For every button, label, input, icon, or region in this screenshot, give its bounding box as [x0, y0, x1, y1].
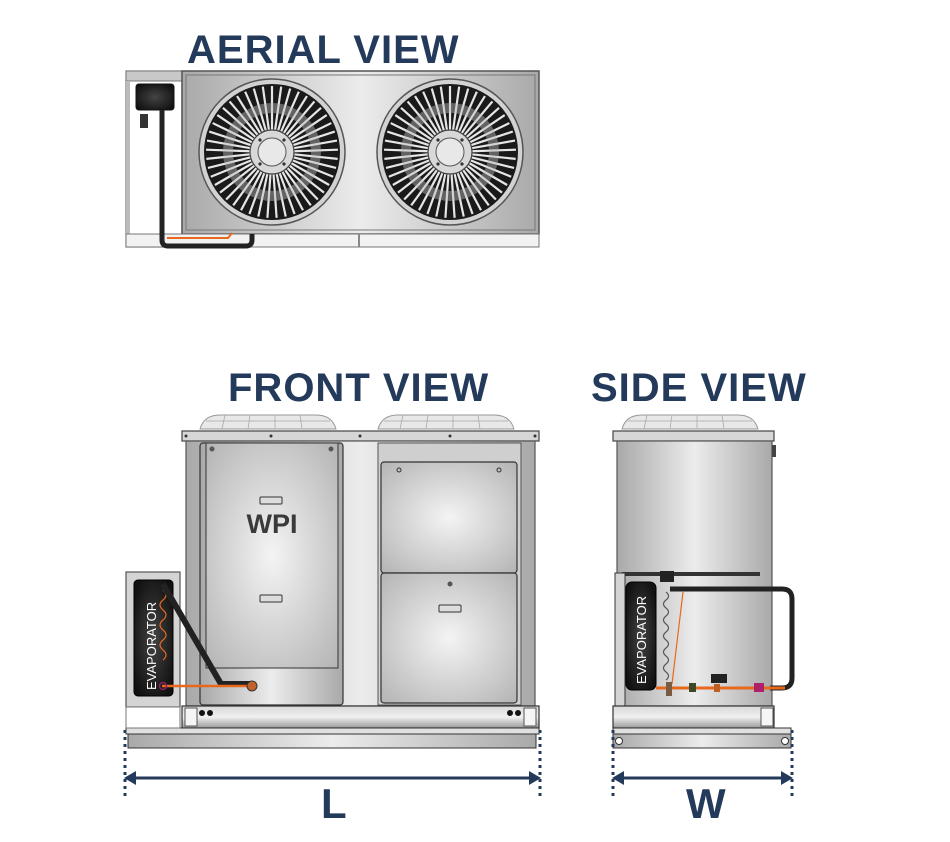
front-view-drawing: WPI EVAPORATOR — [125, 414, 540, 749]
evaporator-label-side: EVAPORATOR — [634, 596, 649, 684]
length-label: L — [321, 780, 348, 827]
aerial-view-title: AERIAL VIEW — [187, 28, 460, 72]
fan-icon — [199, 79, 345, 225]
arrow-left-icon — [612, 771, 624, 785]
width-dimension — [611, 730, 794, 800]
arrow-right-icon — [781, 771, 793, 785]
fan-icon — [377, 79, 523, 225]
width-label: W — [686, 780, 727, 827]
front-view-title: FRONT VIEW — [228, 366, 490, 410]
wpi-logo: WPI — [247, 509, 298, 539]
side-view-drawing: EVAPORATOR — [612, 414, 795, 749]
length-dimension — [123, 730, 542, 800]
evaporator-label-front: EVAPORATOR — [144, 602, 159, 690]
arrow-left-icon — [124, 771, 136, 785]
arrow-right-icon — [529, 771, 541, 785]
aerial-view-drawing — [125, 70, 540, 249]
side-view-title: SIDE VIEW — [591, 366, 807, 410]
